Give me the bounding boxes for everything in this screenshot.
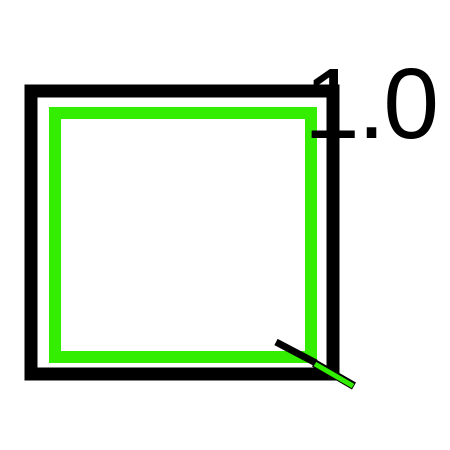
version-label: 1.0 <box>304 48 439 160</box>
tail-line-black <box>274 338 318 367</box>
inner-square-frame <box>49 107 317 363</box>
outer-square-frame <box>24 84 340 381</box>
tail-line-green <box>313 361 355 389</box>
